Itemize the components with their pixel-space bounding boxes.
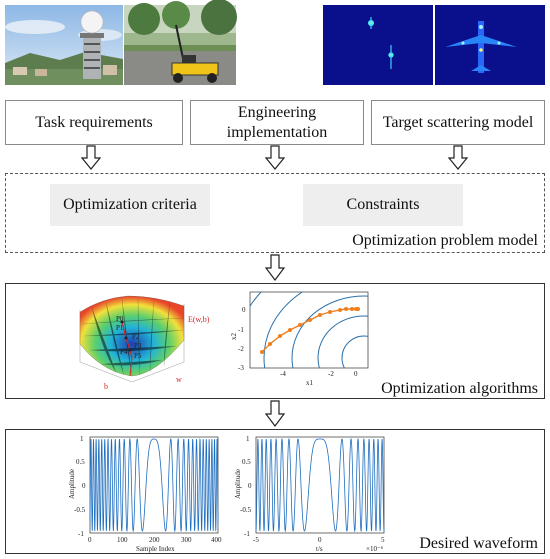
down-arrow-icon [447, 145, 469, 170]
down-arrow-icon [264, 254, 286, 281]
optimization-algorithms-panel [5, 283, 545, 399]
contour-y-tick: 0 [242, 306, 246, 314]
wave2-y-tick: -0.5 [240, 506, 252, 514]
contour-y-tick: -1 [238, 326, 244, 334]
wave1-x-tick: 400 [211, 536, 222, 544]
gd-step-point [308, 318, 312, 322]
contour-x-label: x1 [306, 379, 314, 387]
optimization-criteria-box: Optimization criteria [50, 184, 210, 226]
optimization-criteria-label: Optimization criteria [63, 196, 197, 213]
surface-point-label: P5 [134, 352, 142, 360]
desired-waveform-panel [5, 429, 545, 554]
engineering-implementation-label: Engineering implementation [226, 103, 328, 141]
constraints-box: Constraints [303, 184, 463, 226]
engineering-implementation-box: Engineering implementation [190, 100, 364, 145]
gd-step-point [318, 313, 322, 317]
ground-penetrating-radar-photo [124, 0, 237, 85]
gd-step-point [268, 342, 272, 346]
loss-surface-plot: P0 P1 P2 P3 P4 P5 E(w,b) b w [79, 295, 210, 391]
wave2-x-tick: 0 [318, 536, 322, 544]
wave1-x-label: Sample Index [136, 545, 175, 553]
wave1-y-label: Amplitude [68, 469, 76, 499]
wave2-x-tick: -5 [253, 536, 259, 544]
contour-x-tick: -4 [280, 370, 286, 378]
surface-z-label: E(w,b) [188, 315, 210, 324]
wave1-x-tick: 300 [181, 536, 192, 544]
target-scattering-model-box: Target scattering model [371, 100, 545, 145]
down-arrow-icon [80, 145, 102, 170]
wave1-y-tick: 1 [80, 435, 84, 443]
sar-target-images [323, 5, 545, 85]
surface-point-label: P1 [116, 324, 124, 332]
surface-x-label: b [104, 382, 108, 391]
radar-tower-photo [5, 5, 123, 85]
wave1-x-tick: 200 [149, 536, 160, 544]
wave1-y-tick: 0.5 [76, 458, 85, 466]
wave1-y-tick: -1 [78, 530, 84, 538]
contour-y-tick: -3 [238, 364, 244, 372]
gd-step-point [260, 350, 264, 354]
gd-step-point [328, 310, 332, 314]
optimization-problem-model-panel [5, 173, 545, 253]
contour-x-tick: -2 [328, 370, 334, 378]
gd-step-point [338, 308, 342, 312]
target-scattering-model-label: Target scattering model [382, 113, 534, 131]
waveform-sample-index-plot: 1 0.5 0 -0.5 -1 0 100 200 300 400 Sample… [68, 435, 222, 553]
gd-step-point [278, 334, 282, 338]
surface-y-label: w [176, 375, 182, 384]
wave2-y-tick: 0 [248, 482, 252, 490]
wave2-y-tick: 1 [246, 435, 250, 443]
constraints-label: Constraints [346, 196, 420, 213]
gd-step-point [288, 328, 292, 332]
contour-x-tick: 0 [354, 370, 358, 378]
waveform-time-plot: 1 0.5 0 -0.5 -1 -5 0 5 t/s ×10⁻⁶ Amplitu… [234, 435, 385, 553]
contour-plot: -4 -2 0 0 -1 -2 -3 x1 x2 [230, 291, 369, 387]
gd-step-point [356, 307, 360, 311]
wave1-x-tick: 0 [88, 536, 92, 544]
down-arrow-icon [264, 145, 286, 170]
wave2-y-label: Amplitude [234, 469, 242, 499]
optimization-problem-model-label: Optimization problem model [352, 232, 538, 249]
wave1-x-tick: 100 [117, 536, 128, 544]
wave2-y-tick: 0.5 [242, 458, 251, 466]
task-requirements-box: Task requirements [5, 100, 183, 145]
surface-point-label: P3 [134, 342, 142, 350]
gd-step-point [344, 307, 348, 311]
surface-point-label: P4 [120, 348, 128, 356]
contour-y-label: x2 [230, 333, 238, 341]
surface-point-label: P2 [132, 333, 140, 341]
task-requirements-label: Task requirements [35, 113, 153, 131]
down-arrow-icon [264, 400, 286, 427]
surface-point-label: P0 [116, 315, 124, 323]
optimization-algorithms-label: Optimization algorithms [381, 380, 538, 397]
wave2-x-tick: 5 [381, 536, 385, 544]
desired-waveform-label: Desired waveform [419, 535, 538, 552]
contour-y-tick: -2 [238, 345, 244, 353]
wave2-exponent: ×10⁻⁶ [366, 545, 384, 553]
gd-step-point [298, 323, 302, 327]
gd-step-point [350, 307, 354, 311]
wave2-y-tick: -1 [244, 530, 250, 538]
wave2-x-label: t/s [316, 545, 323, 553]
wave1-y-tick: -0.5 [74, 506, 86, 514]
wave1-y-tick: 0 [82, 482, 86, 490]
